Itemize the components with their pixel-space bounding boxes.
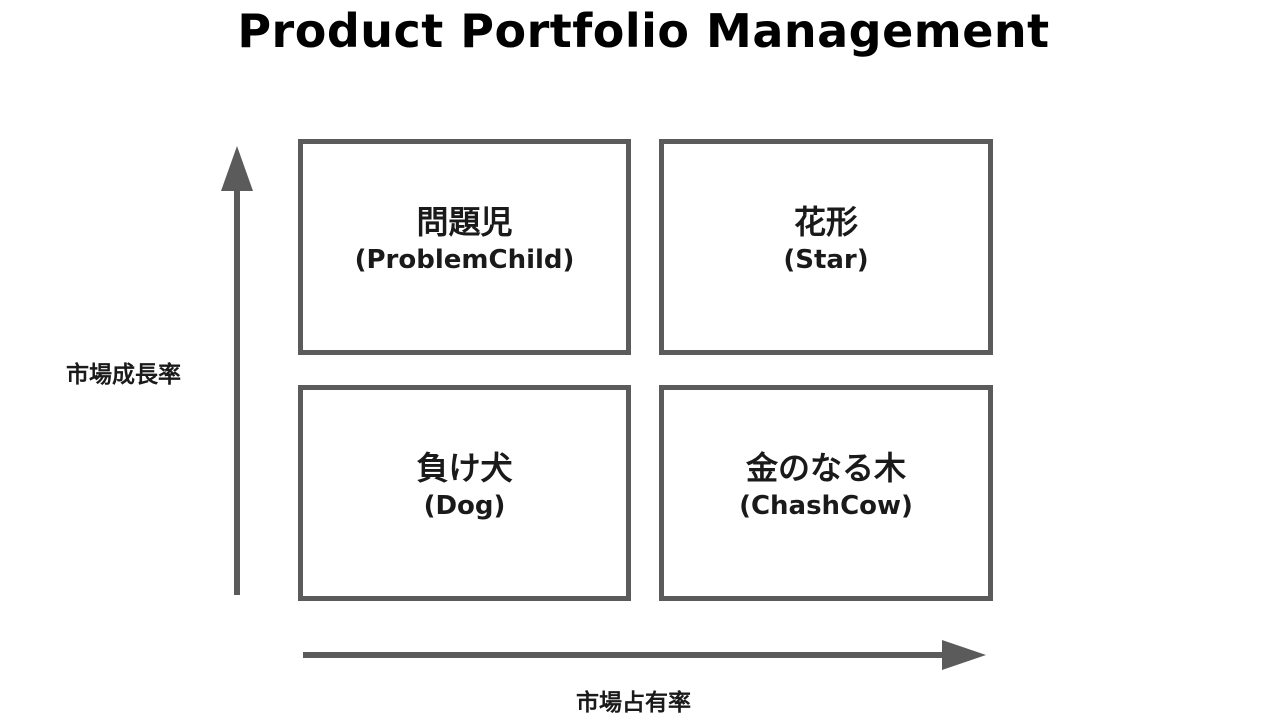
quadrant-cash-cow-en: (ChashCow)	[739, 491, 913, 521]
quadrant-dog-en: (Dog)	[423, 491, 506, 521]
quadrant-star-en: (Star)	[783, 245, 869, 275]
quadrant-problem-child-en: (ProblemChild)	[354, 245, 575, 275]
quadrant-cash-cow-jp: 金のなる木	[745, 449, 906, 487]
quadrant-star: 花形 (Star)	[659, 139, 993, 355]
quadrant-problem-child: 問題児 (ProblemChild)	[298, 139, 631, 355]
quadrant-problem-child-jp: 問題児	[416, 203, 513, 241]
y-axis-arrow	[221, 146, 253, 595]
x-axis-label: 市場占有率	[576, 690, 691, 716]
x-axis-arrow	[303, 640, 986, 670]
quadrant-dog-jp: 負け犬	[416, 449, 513, 487]
quadrant-cash-cow: 金のなる木 (ChashCow)	[659, 385, 993, 601]
diagram-title: Product Portfolio Management	[237, 4, 1050, 58]
quadrant-star-jp: 花形	[793, 203, 858, 241]
y-axis-label: 市場成長率	[66, 362, 181, 388]
quadrant-dog: 負け犬 (Dog)	[298, 385, 631, 601]
